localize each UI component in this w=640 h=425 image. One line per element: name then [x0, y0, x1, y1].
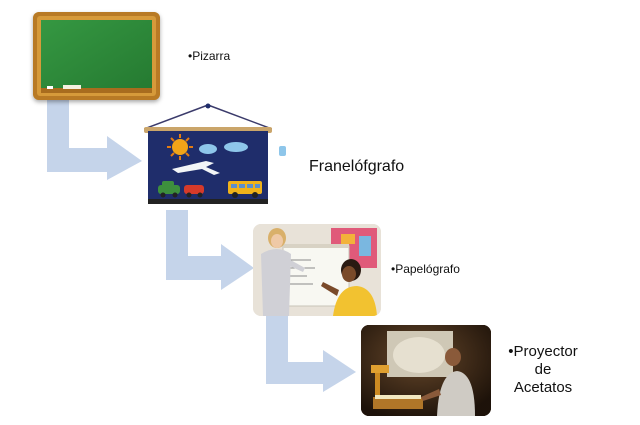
felt-board-image: [144, 103, 272, 205]
arrow-2: [166, 210, 254, 290]
overhead-projector-photo: [361, 325, 491, 416]
chalkboard-image: [33, 12, 160, 100]
step-label-proyector-line-3: Acetatos: [513, 379, 573, 396]
step-label-proyector: •Proyector de Acetatos: [498, 343, 588, 397]
arrow-1: [47, 98, 142, 180]
felt-board-fragment: [279, 146, 286, 156]
step-label-papelografo: •Papelógrafo: [391, 262, 460, 276]
flipchart-photo: [253, 224, 381, 316]
step-label-proyector-line-1: •Proyector: [508, 343, 578, 360]
step-label-proyector-line-2: de: [534, 361, 552, 378]
step-label-franelografo: Franelófgrafo: [309, 158, 405, 175]
arrow-3: [266, 316, 356, 392]
step-label-pizarra: •Pizarra: [188, 49, 231, 63]
